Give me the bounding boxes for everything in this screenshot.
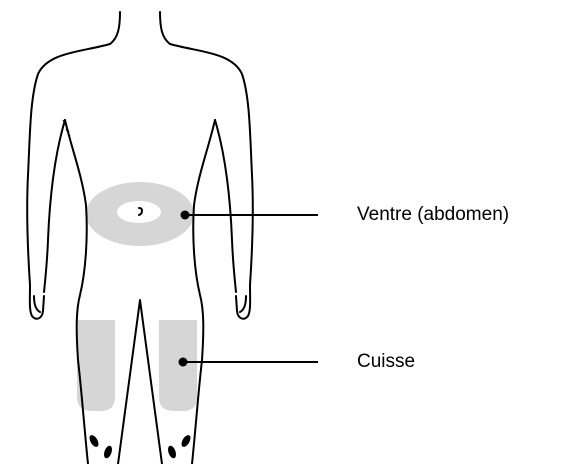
left-inner-arm: [44, 120, 65, 292]
right-thigh-zone: [159, 320, 197, 411]
thigh-label: Cuisse: [357, 352, 415, 371]
thigh-leader-dot: [180, 359, 187, 366]
abdomen-label: Ventre (abdomen): [357, 205, 509, 224]
neck-right: [160, 12, 170, 44]
right-hand-detail: [240, 296, 246, 312]
left-arm-outline: [27, 44, 110, 319]
left-knee-mark-1: [88, 434, 99, 447]
right-arm-outline: [170, 44, 253, 319]
injection-zones: [77, 182, 197, 411]
right-knee-mark-2: [180, 434, 191, 447]
right-inner-arm: [215, 120, 236, 292]
left-knee-mark-2: [103, 445, 113, 458]
right-torso-side: [192, 120, 215, 464]
inner-legs: [118, 300, 162, 464]
left-torso-side: [65, 120, 88, 464]
leader-lines: [180, 212, 319, 366]
navel-area: [117, 201, 161, 223]
right-knee-mark-1: [167, 445, 177, 458]
neck-left: [110, 12, 120, 44]
left-hand-detail: [34, 296, 40, 312]
abdomen-leader-dot: [182, 212, 189, 219]
